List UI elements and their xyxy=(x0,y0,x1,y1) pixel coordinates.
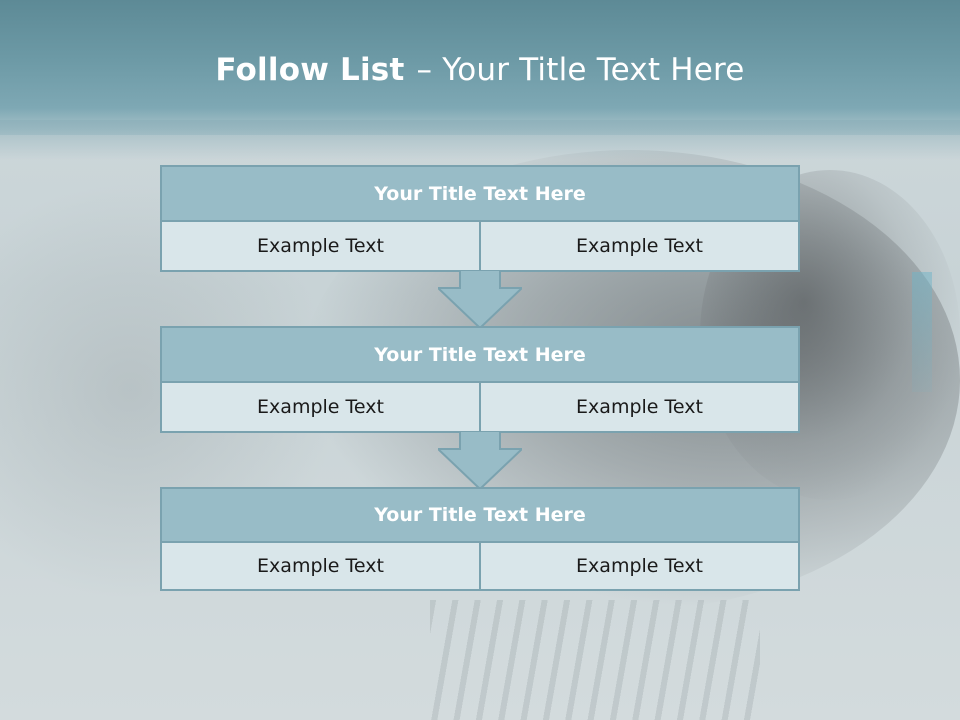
background-photo-accent xyxy=(912,272,932,392)
flow-step-row: Example Text Example Text xyxy=(160,222,800,272)
flow-step-title: Your Title Text Here xyxy=(160,326,800,383)
flow-step-1: Your Title Text Here Example Text Exampl… xyxy=(160,165,800,272)
flow-step-row: Example Text Example Text xyxy=(160,543,800,591)
flow-step-right-cell: Example Text xyxy=(480,383,800,433)
flow-step-title: Your Title Text Here xyxy=(160,165,800,222)
flow-step-2: Your Title Text Here Example Text Exampl… xyxy=(160,326,800,433)
flow-step-left-cell: Example Text xyxy=(160,222,480,272)
flow-step-right-cell: Example Text xyxy=(480,543,800,591)
flow-step-left-cell: Example Text xyxy=(160,383,480,433)
slide-title: Follow List–Your Title Text Here xyxy=(0,52,960,88)
slide-title-bold: Follow List xyxy=(215,52,405,88)
down-arrow-icon xyxy=(438,270,522,328)
flow-step-left-cell: Example Text xyxy=(160,543,480,591)
flow-step-right-cell: Example Text xyxy=(480,222,800,272)
flow-step-title: Your Title Text Here xyxy=(160,487,800,543)
header-fade xyxy=(0,120,960,160)
flow-step-row: Example Text Example Text xyxy=(160,383,800,433)
flow-step-3: Your Title Text Here Example Text Exampl… xyxy=(160,487,800,591)
header-band xyxy=(0,0,960,135)
background-photo-texture xyxy=(430,600,760,720)
down-arrow-icon xyxy=(438,431,522,489)
slide-title-rest: Your Title Text Here xyxy=(442,52,745,88)
slide-title-dash: – xyxy=(416,52,433,88)
